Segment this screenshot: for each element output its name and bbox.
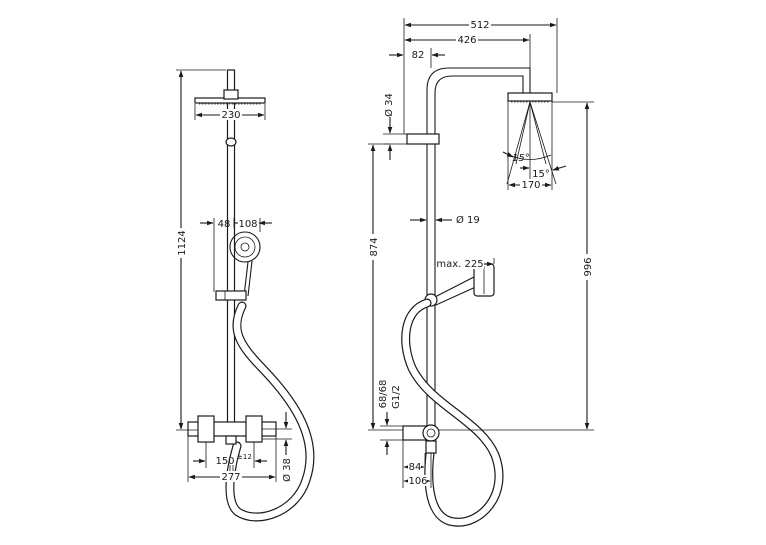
label-front-38: Ø 38 xyxy=(281,458,293,482)
front-handshower-ring xyxy=(234,236,256,258)
label-front-150: 150 xyxy=(215,456,234,467)
label-side-g12: G1/2 xyxy=(391,385,402,409)
front-hose-inner xyxy=(226,302,314,521)
side-arm-inner xyxy=(434,75,524,430)
side-thermostat-outlet xyxy=(425,440,437,454)
label-side-34: Ø 34 xyxy=(383,93,395,117)
front-handshower-grip xyxy=(243,261,249,297)
side-spray-right-inner xyxy=(529,101,547,165)
label-side-82: 82 xyxy=(412,50,425,61)
side-spray-left-outer xyxy=(506,101,531,185)
label-side-tilt-left: 15° xyxy=(512,153,530,164)
label-side-996: 996 xyxy=(583,257,594,276)
side-hose-inner xyxy=(402,299,503,526)
front-view: 230 1124 48 108 150 ±12 277 xyxy=(174,69,315,522)
side-arm-outer xyxy=(426,67,531,430)
front-pipe-joint xyxy=(225,137,237,147)
label-side-tilt-right: 15° xyxy=(532,169,550,180)
side-overhead-head xyxy=(507,92,553,102)
label-front-48: 48 xyxy=(218,219,231,230)
front-thermostat-right-handle xyxy=(245,415,263,443)
front-slider xyxy=(215,290,247,301)
side-spray-left-inner xyxy=(515,101,531,165)
front-handshower-center xyxy=(240,242,250,252)
front-head-joint xyxy=(223,89,239,100)
side-wall-bracket xyxy=(406,133,440,145)
label-front-108: 108 xyxy=(238,219,257,230)
label-front-1124: 1124 xyxy=(177,230,188,255)
front-thermostat-left-handle xyxy=(197,415,215,443)
side-handshower-grip xyxy=(430,276,481,306)
front-thermostat-outlet xyxy=(225,435,237,445)
front-handshower-grip-edge xyxy=(247,260,253,297)
front-riser-pipe xyxy=(226,69,236,431)
front-handshower-face xyxy=(229,231,261,263)
label-side-874: 874 xyxy=(369,237,380,256)
label-side-512: 512 xyxy=(470,20,489,31)
label-side-68: 68/68 xyxy=(378,380,389,409)
side-view: 512 426 82 Ø 34 874 Ø 19 max. 225 xyxy=(366,18,594,527)
side-thermostat-knob-center xyxy=(426,428,436,438)
label-side-106: 106 xyxy=(408,476,427,487)
label-front-230: 230 xyxy=(221,110,240,121)
label-side-19: Ø 19 xyxy=(456,214,480,226)
label-front-150-tolerance: ±12 xyxy=(237,453,252,461)
label-front-277: 277 xyxy=(221,472,240,483)
label-side-84: 84 xyxy=(409,462,422,473)
label-side-225: max. 225 xyxy=(436,259,483,270)
label-side-426: 426 xyxy=(457,35,476,46)
side-thermostat-knob xyxy=(422,424,440,442)
label-side-170: 170 xyxy=(521,180,540,191)
dim-side-tilt-right-arrow-r xyxy=(552,165,567,171)
